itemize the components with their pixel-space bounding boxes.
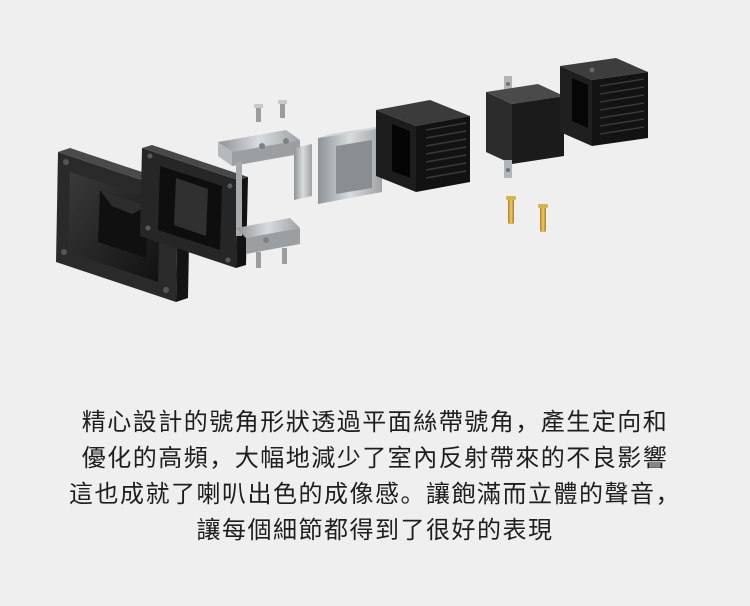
caption-line: 優化的高頻，大幅地減少了室內反射帶來的不良影響 <box>81 444 669 472</box>
exploded-speaker-illustration <box>56 58 648 302</box>
caption-line: 精心設計的號角形狀透過平面絲帶號角，產生定向和 <box>81 408 669 436</box>
heatsink-large-part <box>560 58 648 146</box>
brass-pins-part <box>506 196 548 232</box>
horn-back-plate-part <box>140 145 248 268</box>
driver-box-part <box>486 76 564 178</box>
aluminum-bracket-part <box>218 100 300 268</box>
caption-line: 這也成就了喇叭出色的成像感。讓飽滿而立體的聲音， <box>69 480 681 508</box>
heatsink-small-part <box>376 100 470 192</box>
magnet-sleeve-part <box>294 126 382 204</box>
caption-line: 讓每個細節都得到了很好的表現 <box>196 516 554 544</box>
feature-description: 精心設計的號角形狀透過平面絲帶號角，產生定向和 優化的高頻，大幅地減少了室內反射… <box>0 404 750 548</box>
